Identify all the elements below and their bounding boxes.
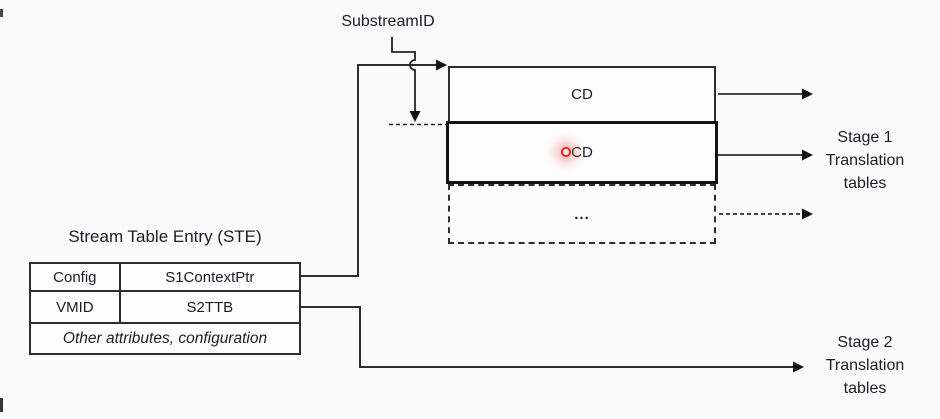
- cd1-arrowhead-icon: [802, 88, 813, 100]
- ste-cell-vmid: VMID: [29, 290, 121, 324]
- ste-title: Stream Table Entry (STE): [68, 227, 262, 246]
- cd2-arrowhead-icon: [802, 149, 813, 161]
- ste-cell-other-attributes: Other attributes, configuration: [29, 322, 301, 355]
- ste-cell-s2ttb: S2TTB: [118, 290, 302, 324]
- s2ttb-wire: [301, 306, 793, 368]
- s1contextptr-wire: [301, 64, 436, 277]
- substreamid-wire: [391, 37, 416, 111]
- ste-row-config: Config S1ContextPtr: [29, 262, 302, 292]
- ste-cell-config: Config: [29, 262, 121, 292]
- cd-row-1-selected: CD: [446, 121, 718, 184]
- stage1-translation-tables-label: Stage 1 Translation tables: [825, 129, 905, 192]
- ste-cell-s1contextptr: S1ContextPtr: [118, 262, 302, 292]
- s1-arrowhead-icon: [436, 59, 447, 71]
- cd3-arrowhead-icon: [802, 208, 813, 220]
- ste-row-other-attributes: Other attributes, configuration: [29, 322, 301, 355]
- ste-table: Config S1ContextPtr VMID S2TTB Other att…: [29, 262, 302, 355]
- stage2-translation-tables-label: Stage 2 Translation tables: [825, 334, 905, 397]
- cd-row-2-label: ...: [574, 205, 590, 223]
- left-edge-artifact-bottom: [0, 398, 3, 412]
- substreamid-label: SubstreamID: [341, 13, 435, 30]
- ste-row-vmid: VMID S2TTB: [29, 290, 302, 324]
- s2-arrowhead-icon: [793, 361, 804, 373]
- cd-row-2-ellipsis: ...: [448, 184, 716, 244]
- cd-row-1-label: CD: [571, 144, 593, 161]
- cd-row-0: CD: [448, 66, 716, 123]
- cd-row-0-label: CD: [571, 86, 593, 103]
- cursor-highlight-icon: [561, 147, 571, 157]
- left-edge-artifact-top: [0, 9, 3, 17]
- substreamid-arrowhead-icon: [409, 111, 421, 122]
